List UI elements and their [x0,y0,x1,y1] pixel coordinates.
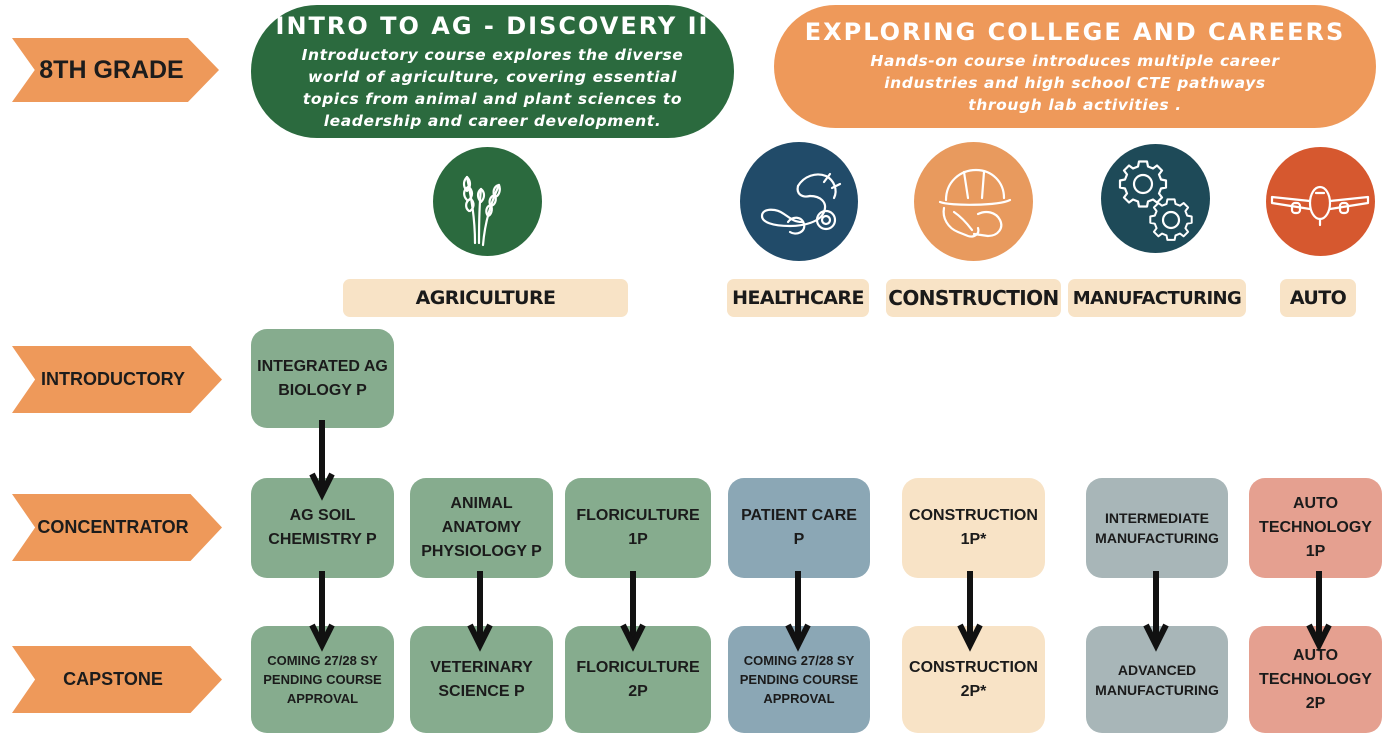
course-auto-technology-2p: AUTO TECHNOLOGY 2P [1249,626,1382,733]
course-floriculture-2p: FLORICULTURE 2P [565,626,711,733]
stethoscope-icon [740,142,858,261]
exploring-college-careers-title: EXPLORING COLLEGE AND CAREERS [804,17,1346,46]
pathway-label-manufacturing: MANUFACTURING [1068,279,1246,317]
exploring-college-careers-pill: EXPLORING COLLEGE AND CAREERS Hands-on c… [774,5,1376,128]
course-intermediate-manufacturing: INTERMEDIATE MANUFACTURING [1086,478,1228,578]
exploring-college-careers-description: Hands-on course introduces multiple care… [870,51,1280,114]
wheat-icon [433,147,542,256]
course-auto-technology-1p: AUTO TECHNOLOGY 1P [1249,478,1382,578]
course-patient-care: PATIENT CARE P [728,478,870,578]
course-coming-ag: COMING 27/28 SY PENDING COURSE APPROVAL [251,626,394,733]
row-label-introductory: INTRODUCTORY [12,346,222,413]
hard-hat-gloves-icon [914,142,1033,261]
intro-to-ag-description: Introductory course explores the diverse… [301,45,684,130]
course-advanced-manufacturing: ADVANCED MANUFACTURING [1086,626,1228,733]
intro-to-ag-pill: INTRO TO AG - DISCOVERY II Introductory … [251,5,734,138]
pathway-label-construction: CONSTRUCTION [886,279,1061,317]
row-label-8th-grade: 8TH GRADE [12,38,219,102]
airplane-icon [1266,147,1375,256]
course-construction-1p: CONSTRUCTION 1P* [902,478,1045,578]
course-floriculture-1p: FLORICULTURE 1P [565,478,711,578]
pathway-label-agriculture: AGRICULTURE [343,279,628,317]
pathway-label-healthcare: HEALTHCARE [727,279,869,317]
course-coming-healthcare: COMING 27/28 SY PENDING COURSE APPROVAL [728,626,870,733]
row-label-concentrator: CONCENTRATOR [12,494,222,561]
course-veterinary-science: VETERINARY SCIENCE P [410,626,553,733]
row-label-capstone: CAPSTONE [12,646,222,713]
course-animal-anatomy-physiology: ANIMAL ANATOMY PHYSIOLOGY P [410,478,553,578]
gears-icon [1101,144,1210,253]
course-integrated-ag-biology: INTEGRATED AG BIOLOGY P [251,329,394,428]
course-construction-2p: CONSTRUCTION 2P* [902,626,1045,733]
course-ag-soil-chemistry: AG SOIL CHEMISTRY P [251,478,394,578]
pathway-label-auto: AUTO [1280,279,1356,317]
intro-to-ag-title: INTRO TO AG - DISCOVERY II [275,11,710,40]
